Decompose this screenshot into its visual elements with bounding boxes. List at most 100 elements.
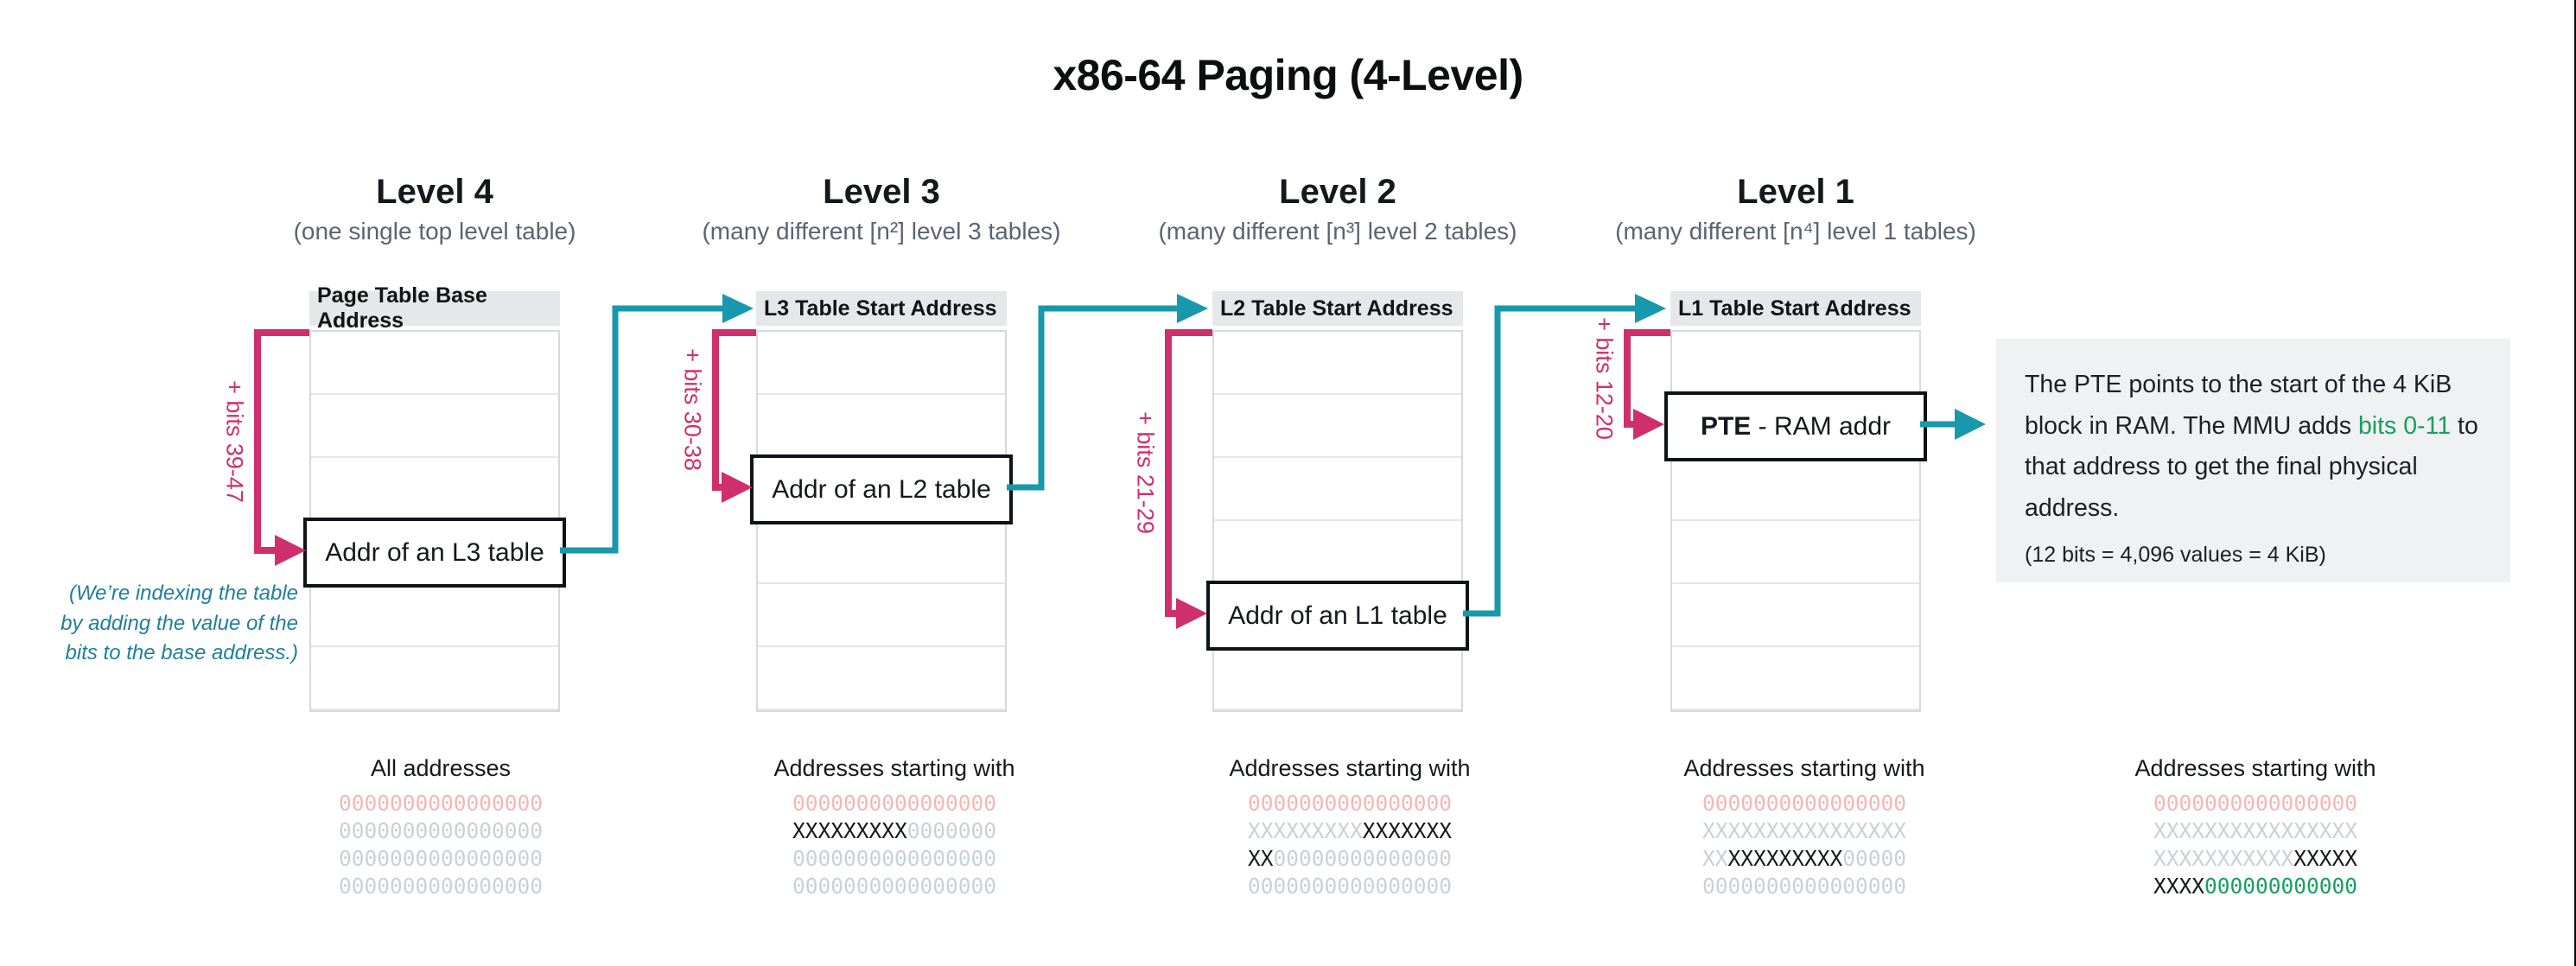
- arrowhead-l4-to-l3: [722, 294, 754, 323]
- table-row: [758, 647, 1005, 710]
- bits-21-29-label: + bits 21-29: [1132, 411, 1159, 534]
- bit-segment: 0000000000000000: [792, 874, 996, 899]
- arrowhead-l3-to-l2: [1177, 294, 1208, 323]
- bit-segment: 0000000000000000: [1247, 874, 1452, 899]
- table-row: [1672, 647, 1919, 710]
- bit-segment: 0000000000000000: [2153, 791, 2357, 816]
- table-row: [311, 332, 558, 395]
- level-2-table-body: Addr of an L1 table: [1206, 330, 1469, 712]
- bit-segment: 00000: [1842, 846, 1907, 871]
- table-row: [1214, 458, 1461, 521]
- level-3-heading: Level 3: [823, 173, 940, 211]
- table-row: [1214, 647, 1461, 710]
- bit-segment: XXXXX: [2293, 846, 2358, 871]
- address-bits-row: 0000000000000000: [1134, 873, 1566, 900]
- add-bits-arrowhead-level-1: [1633, 409, 1664, 440]
- address-bits-row: XXXXXXXXX0000000: [678, 817, 1110, 845]
- add-bits-arrow-level-4: [254, 329, 309, 554]
- table-row: [311, 395, 558, 458]
- level-3-table: L3 Table Start Address Addr of an L2 tab…: [750, 291, 1013, 712]
- address-bits-row: 0000000000000000: [225, 873, 657, 900]
- address-bits-row: XXXX000000000000: [2039, 873, 2471, 900]
- level-3-subtitle: (many different [n²] level 3 tables): [702, 218, 1061, 245]
- diagram-title: x86-64 Paging (4-Level): [1053, 51, 1523, 99]
- level-3-table-body: Addr of an L2 table: [750, 330, 1013, 712]
- bit-segment: 0000000000000000: [338, 874, 543, 899]
- table-row: [1672, 521, 1919, 584]
- level-4-entry: Addr of an L3 table: [303, 518, 566, 588]
- level-2-subtitle: (many different [n³] level 2 tables): [1158, 218, 1517, 245]
- address-column-heading: Addresses starting with: [2134, 755, 2376, 781]
- level-1-table: L1 Table Start Address PTE - RAM addr: [1664, 291, 1927, 712]
- table-row: [1214, 395, 1461, 458]
- bits-30-38-label: + bits 30-38: [679, 348, 706, 471]
- bit-segment: XXXXXXXXX: [792, 818, 907, 843]
- indexing-note-line: bits to the base address.): [65, 641, 298, 664]
- address-column-l3: Addresses starting with 0000000000000000…: [678, 753, 1110, 900]
- level-1-subtitle: (many different [n⁴] level 1 tables): [1615, 218, 1976, 245]
- address-bits-row: 0000000000000000: [678, 873, 1110, 900]
- level-3-entry: Addr of an L2 table: [750, 454, 1013, 524]
- table-row: [758, 521, 1005, 584]
- bit-segment: 0000000000000000: [1701, 791, 1906, 816]
- level-4-table-body: Addr of an L3 table: [303, 330, 566, 712]
- address-bits-row: 0000000000000000: [2039, 790, 2471, 817]
- level-4-table: Page Table Base Address Addr of an L3 ta…: [303, 283, 566, 712]
- address-bits-row: 0000000000000000: [1134, 790, 1566, 817]
- add-bits-arrowhead-level-4: [275, 535, 306, 566]
- bit-segment: 0000000000000000: [338, 846, 543, 871]
- address-column-final: Addresses starting with 0000000000000000…: [2039, 753, 2471, 900]
- table-row: [311, 458, 558, 521]
- add-bits-arrowhead-level-3: [722, 472, 753, 503]
- address-bits-row: 0000000000000000: [225, 845, 657, 873]
- table-row: [311, 647, 558, 710]
- address-column-heading: Addresses starting with: [1683, 755, 1925, 781]
- bit-segment: XXXXXXX: [1362, 818, 1453, 843]
- address-column-all: All addresses 0000000000000000 000000000…: [225, 753, 657, 900]
- table-row: [1214, 332, 1461, 395]
- pte-note-box: The PTE points to the start of the 4 KiB…: [1996, 339, 2510, 582]
- add-bits-arrowhead-level-2: [1176, 598, 1207, 629]
- bit-segment: XXXXXXXXXXXXXXXX: [1701, 818, 1906, 843]
- table-row: [311, 584, 558, 647]
- pte-note-subnote: (12 bits = 4,096 values = 4 KiB): [2025, 543, 2326, 567]
- bit-segment: 0000000000000000: [338, 791, 543, 816]
- bit-segment: XXXXXXXXXXX: [2153, 846, 2294, 871]
- level-1-pte-entry: PTE - RAM addr: [1664, 391, 1927, 461]
- address-column-heading: Addresses starting with: [773, 755, 1015, 781]
- address-bits-row: 0000000000000000: [678, 845, 1110, 873]
- level-4-table-header: Page Table Base Address: [309, 283, 560, 333]
- pte-label: PTE: [1700, 411, 1752, 441]
- bit-segment: XXXXXXXXXXXXXXXX: [2153, 818, 2357, 843]
- address-bits-row: 0000000000000000: [1588, 873, 2020, 900]
- address-bits-row: XXXXXXXXXXXXXXXX: [2039, 845, 2471, 873]
- level-2-table-header: L2 Table Start Address: [1212, 291, 1463, 326]
- address-bits-row: XXXXXXXXXXXXXXXX: [2039, 817, 2471, 845]
- bit-segment: 0000000: [906, 818, 997, 843]
- pte-label-rest: - RAM addr: [1751, 411, 1892, 441]
- indexing-note: (We’re indexing the table by adding the …: [35, 579, 298, 669]
- bit-segment: 0000000000000000: [792, 846, 996, 871]
- address-column-l1: Addresses starting with 0000000000000000…: [1588, 753, 2020, 900]
- bit-segment: XX: [1701, 846, 1728, 871]
- bits-39-47-label: + bits 39-47: [221, 380, 248, 503]
- level-1-table-header: L1 Table Start Address: [1670, 291, 1921, 326]
- table-row: [1214, 521, 1461, 584]
- bit-segment: XX: [1247, 846, 1274, 871]
- level-1-table-body: PTE - RAM addr: [1664, 330, 1927, 712]
- bit-segment: XXXX: [2153, 874, 2204, 899]
- bit-segment: 0000000000000000: [1247, 791, 1452, 816]
- bit-segment: XXXXXXXXX: [1727, 846, 1843, 871]
- level-4-heading: Level 4: [376, 173, 493, 211]
- indexing-note-line: by adding the value of the: [60, 611, 298, 635]
- address-bits-row: 0000000000000000: [678, 790, 1110, 817]
- arrowhead-pte-to-note: [1955, 409, 1986, 440]
- add-bits-arrow-level-2: [1165, 329, 1212, 617]
- bit-segment: 0000000000000000: [338, 818, 543, 843]
- level-2-entry: Addr of an L1 table: [1206, 581, 1469, 651]
- screenshot-right-border: [2574, 0, 2576, 966]
- address-bits-row: XXXXXXXXXXX00000: [1588, 845, 2020, 873]
- address-column-heading: All addresses: [370, 755, 512, 781]
- bits-12-20-label: + bits 12-20: [1591, 317, 1618, 440]
